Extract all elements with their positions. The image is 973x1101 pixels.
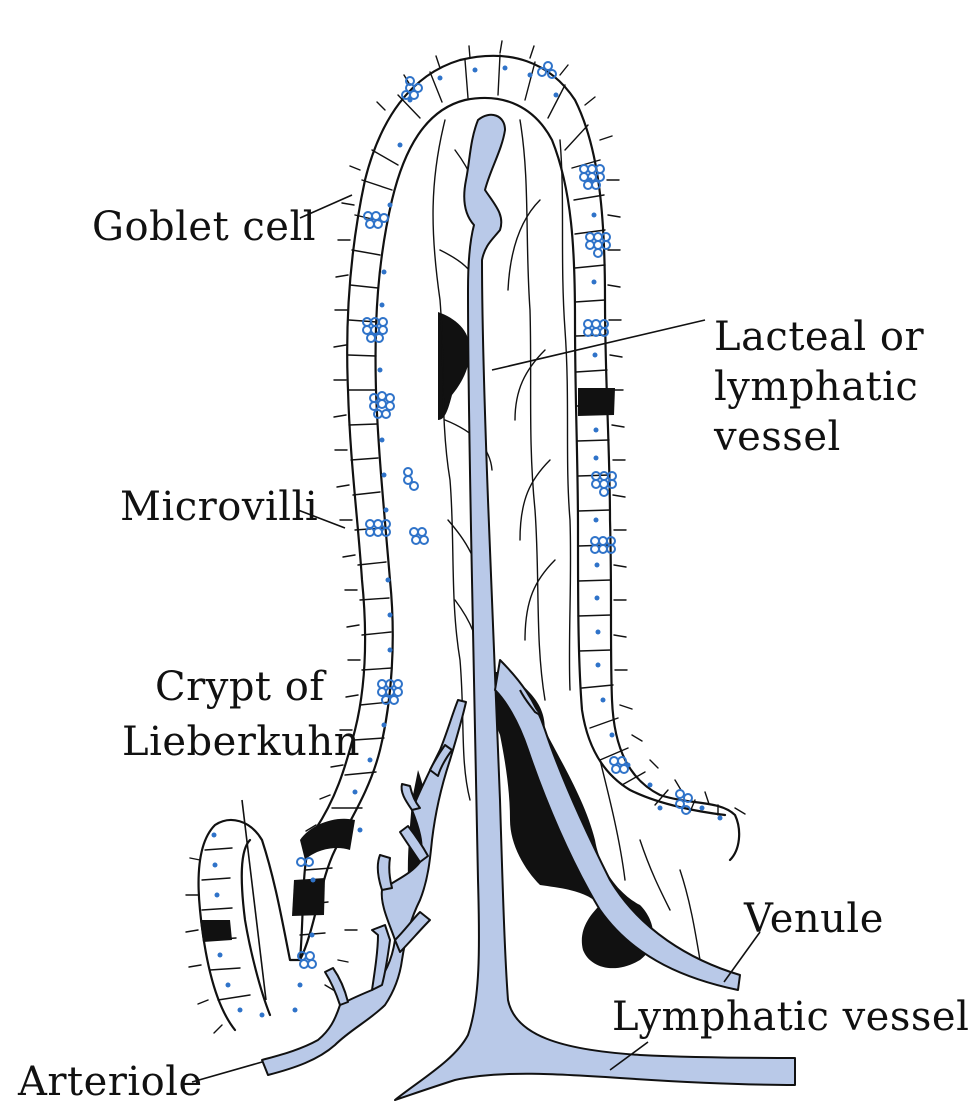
goblet-cell-label: Goblet cell [92,204,316,250]
goblet-cluster [297,858,313,866]
lymphatic-vessel-label: Lymphatic vessel [612,994,969,1040]
goblet-cluster [370,392,394,418]
goblet-cluster [676,790,692,814]
lacteal-label-line1: Lacteal or [714,314,924,360]
arteriole-label: Arteriole [17,1059,203,1101]
lacteal-label-line3: vessel [713,414,841,460]
lacteal-label-line2: lymphatic [714,364,918,410]
goblet-cluster [364,212,388,228]
microvilli-label: Microvilli [120,484,318,530]
venule-label: Venule [743,896,884,942]
goblet-cluster [580,165,604,189]
crypt-label-line2: Lieberkuhn [122,719,360,765]
goblet-cluster [586,233,610,257]
goblet-cluster [410,528,428,544]
goblet-cluster [610,757,628,773]
crypt-label-line1: Crypt of [155,664,327,710]
goblet-cluster [404,468,418,490]
